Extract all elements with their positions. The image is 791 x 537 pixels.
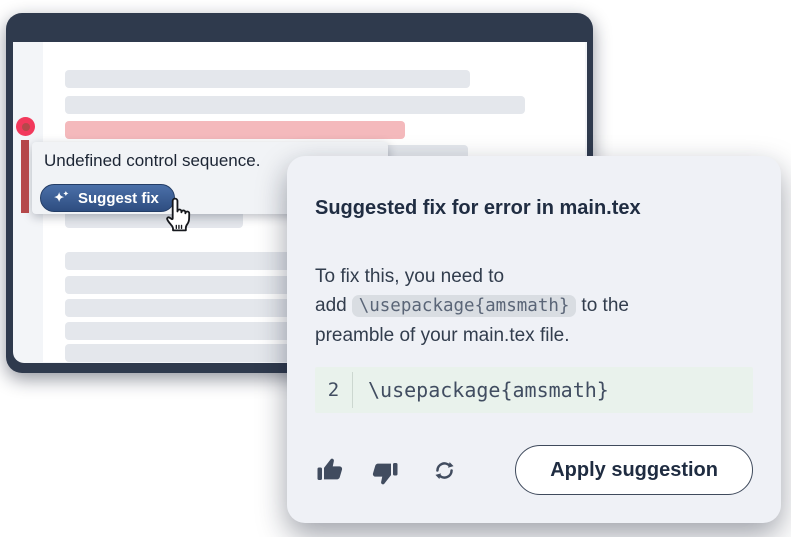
error-marker-dot-inner: [21, 122, 30, 131]
code-divider: [352, 372, 353, 408]
sparkle-icon: [54, 190, 69, 202]
thumbs-up-button[interactable]: [315, 455, 345, 485]
inline-code: \usepackage{amsmath}: [351, 295, 577, 317]
body-line1: To fix this, you need to: [315, 266, 505, 287]
body-line3: preamble of your main.tex file.: [315, 325, 570, 346]
skeleton-line: [65, 210, 243, 228]
suggest-fix-button[interactable]: Suggest fix: [40, 184, 175, 212]
suggest-fix-label: Suggest fix: [78, 189, 159, 207]
suggestion-card: Suggested fix for error in main.tex To f…: [287, 156, 781, 523]
thumbs-down-icon: [372, 463, 398, 485]
body-post: to the: [581, 295, 629, 316]
card-body: To fix this, you need to add\usepackage{a…: [315, 262, 753, 350]
error-line: [65, 121, 405, 139]
skeleton-line: [65, 70, 470, 88]
body-pre: add: [315, 295, 347, 316]
code-line-number: 2: [327, 379, 340, 401]
code-block: 2 \usepackage{amsmath}: [315, 367, 753, 413]
cursor-pointer-icon: [166, 197, 191, 232]
error-message: Undefined control sequence.: [44, 151, 261, 170]
apply-suggestion-button[interactable]: Apply suggestion: [515, 445, 753, 495]
error-marker-dot: [16, 117, 35, 136]
code-text: \usepackage{amsmath}: [368, 378, 609, 402]
error-marker-bar: [21, 140, 29, 213]
thumbs-up-icon: [317, 458, 343, 480]
thumbs-down-button[interactable]: [370, 458, 400, 488]
skeleton-line: [65, 96, 525, 114]
card-title: Suggested fix for error in main.tex: [315, 197, 641, 219]
card-footer: Apply suggestion: [315, 445, 753, 495]
window-titlebar: [6, 13, 593, 42]
regenerate-icon: [435, 461, 454, 479]
regenerate-button[interactable]: [432, 458, 457, 483]
